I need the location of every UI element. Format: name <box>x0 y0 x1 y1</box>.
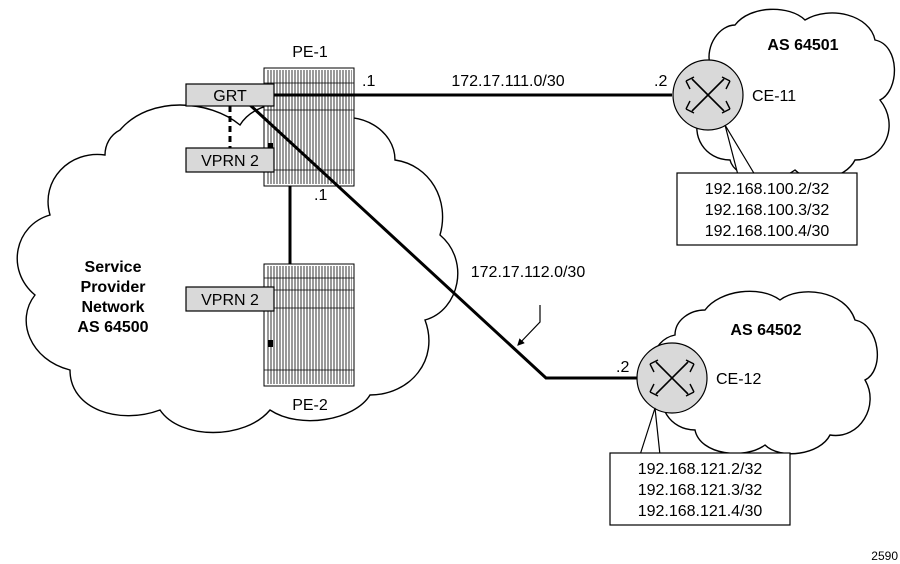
ce12-prefix-2: 192.168.121.3/32 <box>638 482 763 499</box>
as64501-label: AS 64501 <box>767 37 838 54</box>
grt-label: GRT <box>213 88 247 105</box>
ce12-router <box>637 343 707 413</box>
pe2-label: PE-2 <box>292 397 328 414</box>
link-pe1-ce12-subnet: 172.17.112.0/30 <box>471 264 586 281</box>
grt-tag: GRT <box>186 84 274 106</box>
subnet-pointer-arrow <box>518 305 540 345</box>
pe1-vprn-tag: VPRN 2 <box>186 148 274 172</box>
ce11-label: CE-11 <box>752 88 796 105</box>
pe1-vprn-label: VPRN 2 <box>201 153 259 170</box>
ce12-prefix-pointer <box>640 408 660 455</box>
provider-line-1: Service <box>85 259 142 276</box>
link-pe1-ce12-pe-end: .1 <box>314 187 327 204</box>
ce11-router <box>673 60 743 130</box>
pe1-router <box>264 68 354 186</box>
provider-line-3: Network <box>81 299 144 316</box>
link-pe1-ce11-ce-end: .2 <box>654 73 667 90</box>
pe2-vprn-tag: VPRN 2 <box>186 287 274 311</box>
provider-line-2: Provider <box>81 279 146 296</box>
ce12-prefix-3: 192.168.121.4/30 <box>638 503 763 520</box>
link-pe1-ce11-subnet: 172.17.111.0/30 <box>451 73 564 90</box>
as64502-label: AS 64502 <box>730 322 801 339</box>
link-pe1-ce11-pe-end: .1 <box>362 73 375 90</box>
ce11-prefix-2: 192.168.100.3/32 <box>705 202 830 219</box>
pe1-label: PE-1 <box>292 44 328 61</box>
pe2-router <box>264 264 354 386</box>
pe2-vprn-label: VPRN 2 <box>201 292 259 309</box>
ce11-prefix-1: 192.168.100.2/32 <box>705 181 830 198</box>
ce12-label: CE-12 <box>716 371 761 388</box>
provider-line-4: AS 64500 <box>77 319 148 336</box>
figure-id: 2590 <box>871 549 898 563</box>
ce12-prefix-1: 192.168.121.2/32 <box>638 461 763 478</box>
link-pe1-ce12-ce-end: .2 <box>616 359 629 376</box>
ce11-prefix-3: 192.168.100.4/30 <box>705 223 830 240</box>
